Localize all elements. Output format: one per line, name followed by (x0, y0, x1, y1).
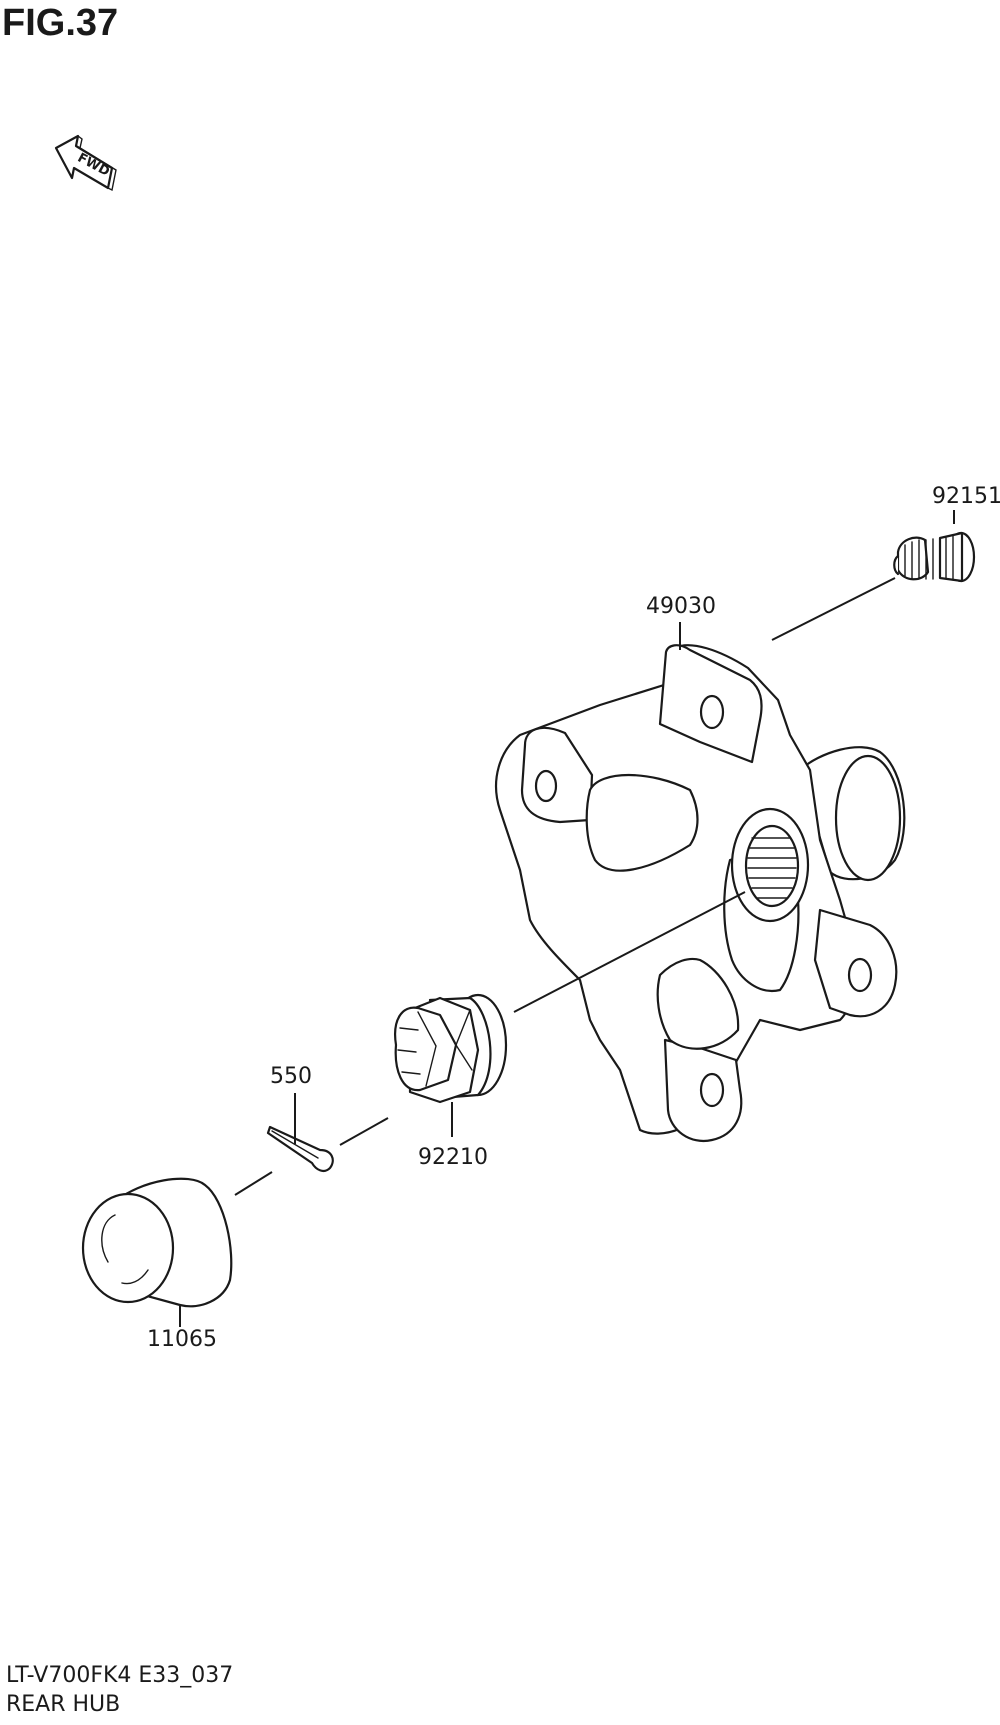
forward-arrow-icon: FWD (54, 134, 117, 192)
cotter-pin-part (266, 1125, 334, 1172)
hub-axis-line (513, 891, 746, 1013)
castle-nut-part (394, 993, 508, 1104)
section-name: REAR HUB (6, 1692, 121, 1717)
part-label-92210[interactable]: 92210 (418, 1145, 488, 1170)
pin-axis-line (234, 1171, 273, 1196)
part-label-11065[interactable]: 11065 (147, 1327, 217, 1352)
part-label-92151[interactable]: 92151 (932, 484, 1000, 509)
part-label-49030[interactable]: 49030 (646, 594, 716, 619)
stud-axis-line (771, 577, 896, 641)
figure-title: FIG.37 (2, 2, 119, 44)
rear-hub-part (495, 644, 906, 1143)
hub-cap-part (81, 1177, 233, 1308)
model-code: LT-V700FK4 E33_037 (6, 1663, 234, 1688)
wheel-stud-part (893, 531, 976, 583)
part-label-550[interactable]: 550 (270, 1064, 312, 1089)
nut-axis-line (339, 1117, 389, 1146)
